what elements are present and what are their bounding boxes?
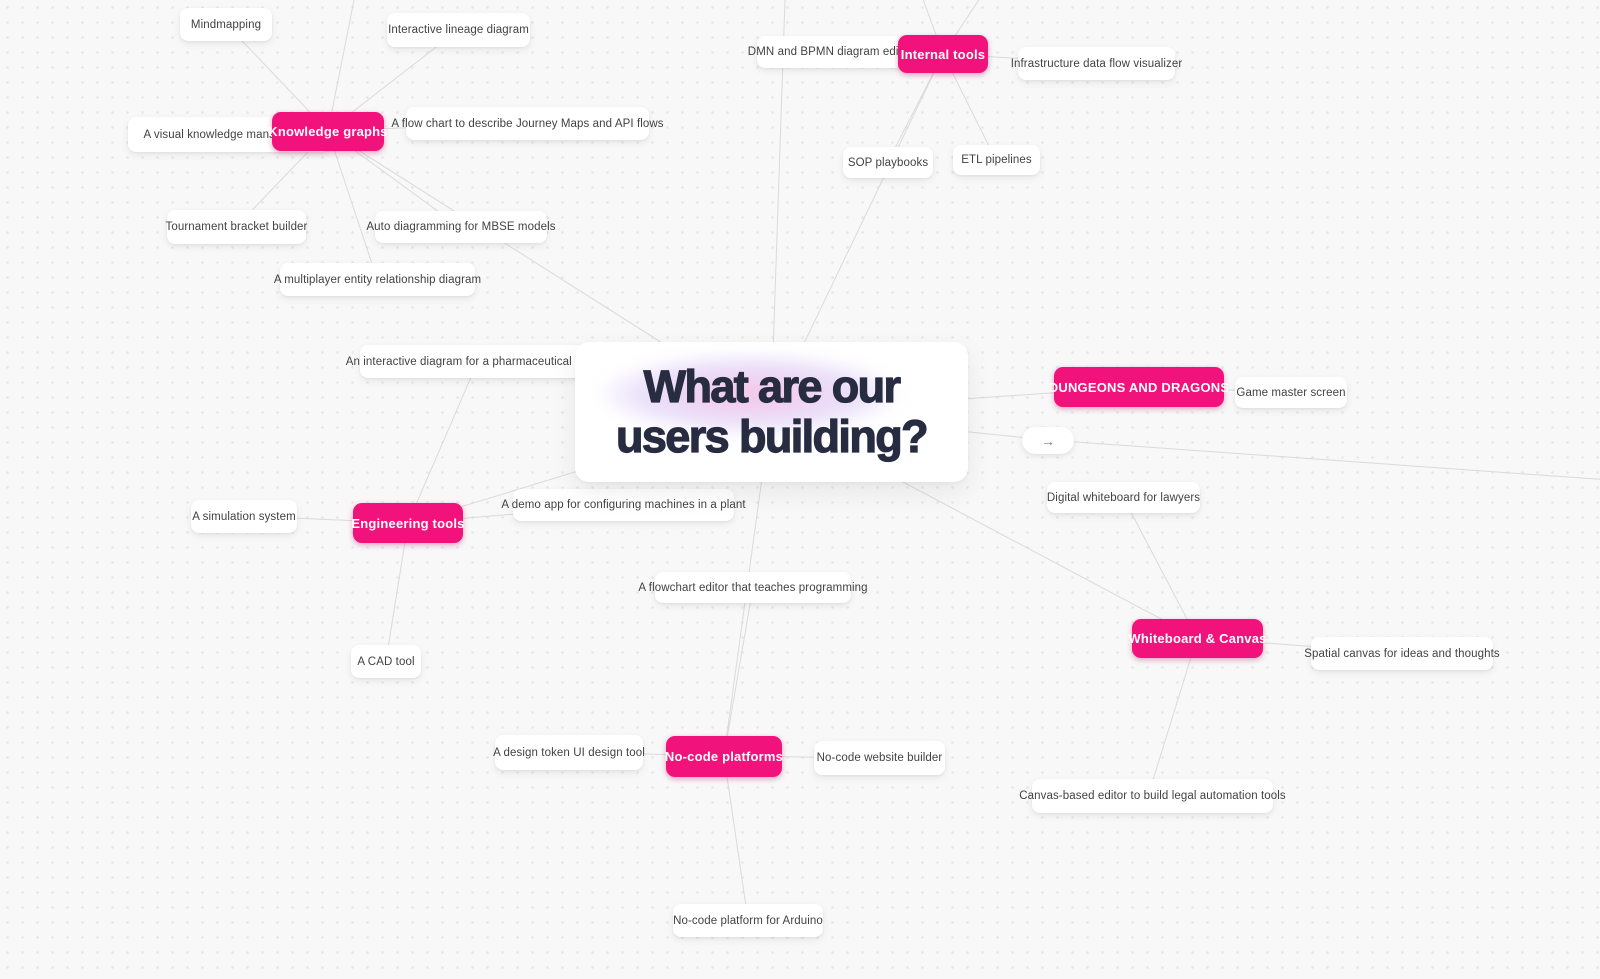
idea-card-mindmapping[interactable]: Mindmapping [180,8,272,41]
idea-card-a-flow-chart-to-describe-journey-maps-and-api-flows[interactable]: A flow chart to describe Journey Maps an… [391,107,664,140]
idea-card-no-code-website-builder[interactable]: No-code website builder [814,741,945,775]
idea-card-interactive-lineage-diagram[interactable]: Interactive lineage diagram [387,13,530,47]
topic-node-whiteboard-canvas[interactable]: Whiteboard & Canvas [1128,619,1266,658]
connector-line [385,522,409,662]
idea-card-game-master-screen[interactable]: Game master screen [1235,377,1347,408]
central-topic-card[interactable]: What are our users building? [575,342,968,482]
connector-line [723,755,749,921]
idea-card-tournament-bracket-builder[interactable]: Tournament bracket builder [166,210,307,244]
idea-card-dmn-and-bpmn-diagram-editor[interactable]: DMN and BPMN diagram editor [748,36,912,68]
idea-card-digital-whiteboard-for-lawyers[interactable]: Digital whiteboard for lawyers [1047,482,1200,513]
arrow-right-icon: → [1041,432,1055,449]
idea-card-an-interactive-diagram-for-a-pharmaceutical-project[interactable]: An interactive diagram for a pharmaceuti… [346,345,610,378]
idea-card-etl-pipelines[interactable]: ETL pipelines [953,145,1040,175]
central-title-line-1: What are our [643,360,902,412]
idea-card-sop-playbooks[interactable]: SOP playbooks [843,147,933,178]
connector-line [327,0,355,132]
topic-node-dungeons-and-dragons[interactable]: DUNGEONS AND DRAGONS [1049,367,1229,407]
idea-card-a-simulation-system[interactable]: A simulation system [191,500,297,533]
idea-card-infrastructure-data-flow-visualizer[interactable]: Infrastructure data flow visualizer [1011,47,1182,80]
idea-card-no-code-platform-for-arduino[interactable]: No-code platform for Arduino [673,904,823,937]
idea-card-a-design-token-ui-design-tool[interactable]: A design token UI design tool [493,735,645,770]
idea-card-a-cad-tool[interactable]: A CAD tool [351,645,421,678]
connector-line [723,586,754,757]
connector-line [1122,496,1198,639]
connector-line [1147,637,1198,797]
topic-node-no-code-platforms[interactable]: No-code platforms [665,736,783,777]
connector-line [1047,439,1600,480]
connector-line [407,360,479,524]
topic-node-engineering-tools[interactable]: Engineering tools [351,503,464,543]
central-title-line-2: users building? [615,410,929,462]
idea-card-canvas-based-editor-to-build-legal-automation-tools[interactable]: Canvas-based editor to build legal autom… [1019,779,1286,813]
topic-node-knowledge-graphs[interactable]: Knowledge graphs [268,112,388,151]
idea-card-a-multiplayer-entity-relationship-diagram[interactable]: A multiplayer entity relationship diagra… [274,263,481,296]
idea-card-a-demo-app-for-configuring-machines-in-a-plant[interactable]: A demo app for configuring machines in a… [501,489,746,521]
connector-line [327,130,378,280]
idea-card-spatial-canvas-for-ideas-and-thoughts[interactable]: Spatial canvas for ideas and thoughts [1304,637,1500,670]
topic-node-internal-tools[interactable]: Internal tools [898,35,988,73]
idea-card-auto-diagramming-for-mbse-models[interactable]: Auto diagramming for MBSE models [366,211,556,243]
idea-card-a-flowchart-editor-that-teaches-programming[interactable]: A flowchart editor that teaches programm… [638,572,868,603]
jump-connector-pill[interactable]: → [1022,427,1074,454]
